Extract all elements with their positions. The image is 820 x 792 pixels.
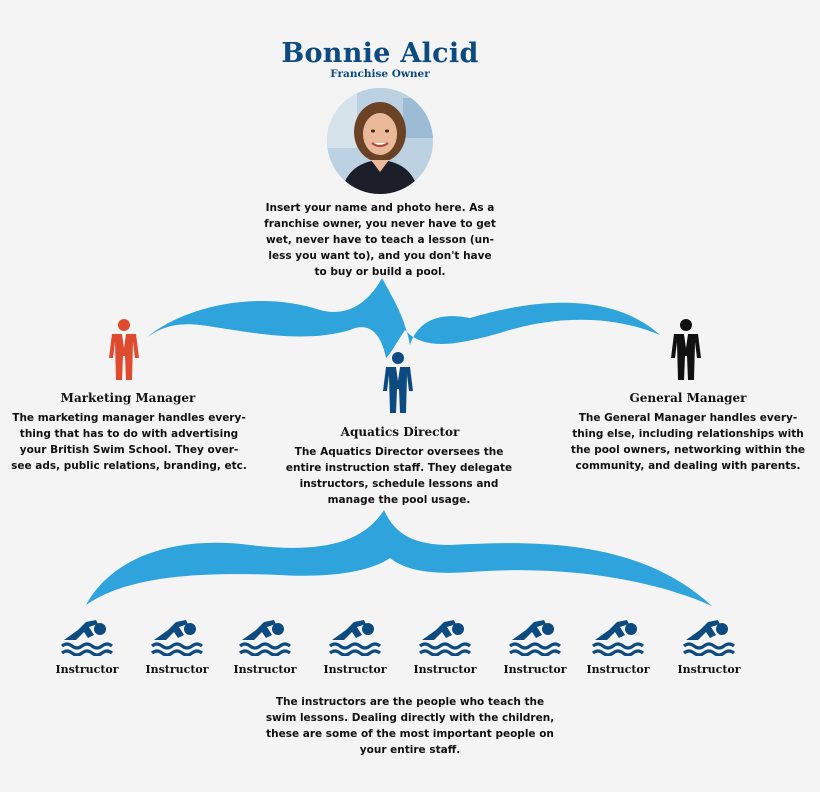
- person-black-icon: [671, 319, 701, 380]
- instructor-label: Instructor: [586, 663, 650, 676]
- aquatics-director-figure: [382, 350, 414, 416]
- marketing-manager-description: The marketing manager handles every- thi…: [11, 412, 247, 472]
- owner-photo: [327, 88, 433, 194]
- instructor-label: Instructor: [233, 663, 297, 676]
- general-manager-description: The General Manager handles every- thing…: [570, 412, 806, 472]
- bottom-wave: [86, 510, 712, 606]
- swimmer-icon: [508, 616, 562, 656]
- owner-title: Franchise Owner: [330, 68, 430, 80]
- person-red-icon: [109, 319, 139, 380]
- general-manager-figure: [670, 318, 702, 382]
- instructor-label: Instructor: [145, 663, 209, 676]
- instructor-label: Instructor: [323, 663, 387, 676]
- person-blue-icon: [383, 352, 413, 413]
- swimmer-icon: [60, 616, 114, 656]
- instructor-label: Instructor: [413, 663, 477, 676]
- instructor-label: Instructor: [503, 663, 567, 676]
- swimmer-icon: [418, 616, 472, 656]
- swimmer-icon: [150, 616, 204, 656]
- owner-name: Bonnie Alcid: [281, 38, 479, 69]
- portrait-illustration: [327, 88, 433, 194]
- aquatics-director-title: Aquatics Director: [340, 425, 460, 439]
- instructor-label: Instructor: [55, 663, 119, 676]
- swimmer-icon: [328, 616, 382, 656]
- swimmer-icon: [682, 616, 736, 656]
- instructor-label: Instructor: [677, 663, 741, 676]
- top-wave: [146, 278, 660, 358]
- general-manager-title: General Manager: [629, 391, 747, 405]
- marketing-manager-figure: [108, 318, 140, 382]
- swimmer-icon: [238, 616, 292, 656]
- marketing-manager-title: Marketing Manager: [60, 391, 196, 405]
- instructors-description: The instructors are the people who teach…: [265, 696, 555, 756]
- owner-description: Insert your name and photo here. As a fr…: [264, 202, 496, 278]
- swimmer-icon: [591, 616, 645, 656]
- aquatics-director-description: The Aquatics Director oversees the entir…: [285, 446, 513, 506]
